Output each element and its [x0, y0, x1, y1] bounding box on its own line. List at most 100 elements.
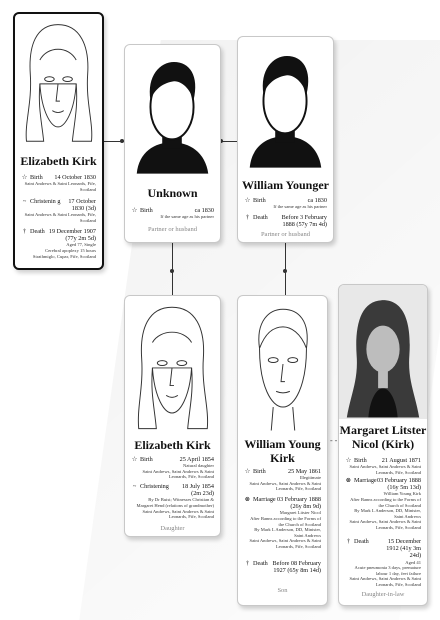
death-event: †Death Before 08 February 1927 (65y 8m 14…: [244, 560, 321, 574]
event-note: If the same age as his partner: [273, 204, 327, 210]
event-label: Death: [253, 214, 268, 221]
relation-label: Daughter-in-law: [361, 591, 405, 598]
portrait-male-sketch: [238, 296, 327, 432]
tilde-icon: ~: [22, 198, 27, 205]
person-name: Elizabeth Kirk: [134, 438, 211, 452]
portrait-silhouette-male: [125, 45, 220, 175]
dagger-icon: †: [245, 560, 250, 567]
person-name: Unknown: [147, 186, 198, 200]
event-note: After Banns according to the Forms of th…: [250, 516, 321, 527]
event-label: Birth: [140, 207, 153, 214]
event-note: Aged 77, Single: [66, 242, 96, 248]
tilde-icon: ~: [132, 483, 137, 490]
event-date: 15 December 1912 (41y 3m 24d): [386, 538, 421, 560]
connector-line: [104, 141, 124, 142]
star-icon: ☆: [244, 468, 251, 475]
event-label: Birth: [253, 197, 266, 204]
dagger-icon: †: [245, 214, 250, 221]
event-place: Saint Andrews, Saint Andrews & Saint Leo…: [349, 519, 421, 530]
event-spouse: Margaret Litster Nicol: [279, 510, 321, 516]
event-date: ca 1830: [194, 207, 214, 214]
spouse-connector: - -: [330, 436, 338, 445]
person-name: Elizabeth Kirk: [20, 154, 97, 168]
connector-dot: [219, 139, 223, 143]
event-date: 19 December 1907 (77y 2m 5d): [48, 228, 96, 243]
connector-dot: [120, 139, 124, 143]
female-silhouette-icon: [346, 300, 420, 418]
event-date: Before 3 February 1888 (57y 7m 4d): [281, 214, 327, 229]
person-card-unknown[interactable]: Unknown ☆Birth ca 1830 If the same age as…: [124, 44, 221, 243]
event-note: After Banns according to the Forms of th…: [350, 497, 421, 508]
event-officiant: By Mark L Anderson, DD, Minister, Saint …: [354, 508, 421, 519]
event-label: Birth: [354, 457, 367, 464]
male-silhouette-icon: [249, 55, 322, 168]
connector-line: [221, 141, 237, 142]
event-place: Saint Andrews, Saint Andrews & Saint Leo…: [249, 480, 321, 492]
male-face-icon: [258, 308, 308, 431]
person-name: Margaret Litster Nicol (Kirk): [339, 423, 427, 451]
male-silhouette-icon: [136, 62, 209, 174]
event-note: By Dr Buist; Witnesses Christian & Marga…: [136, 497, 214, 508]
person-card-elizabeth-kirk[interactable]: Elizabeth Kirk ☆Birth 14 October 1830 Sai…: [13, 12, 104, 270]
event-officiant: By Mark L Anderson, DD, Minister, Saint …: [254, 527, 321, 538]
event-note: If the same age as his partner: [160, 214, 214, 220]
event-place: Saint Andrews, Saint Andrews & Saint Leo…: [349, 464, 421, 475]
event-label: Birth: [253, 468, 266, 475]
event-date: 25 May 1861: [288, 468, 321, 475]
person-name: William Young Kirk: [244, 437, 321, 465]
event-date: 21 August 1871: [381, 457, 421, 464]
death-event: †Death Before 3 February 1888 (57y 7m 4d): [244, 214, 327, 228]
rings-icon: ⊗: [345, 477, 352, 484]
event-label: Christening: [140, 483, 169, 490]
person-name: William Younger: [241, 178, 329, 192]
birth-event: ☆Birth 14 October 1830 Saint Andrews & Sa…: [21, 174, 96, 192]
person-card-william-young-kirk[interactable]: William Young Kirk ☆Birth 25 May 1861 Ill…: [237, 295, 328, 606]
event-label: Death: [30, 228, 45, 235]
event-note: Illegitimate: [299, 475, 321, 481]
star-icon: ☆: [21, 174, 28, 181]
female-face-icon: [25, 24, 93, 142]
connector-dot: [170, 269, 174, 273]
connector-dot: [283, 269, 287, 273]
event-label: Marriage: [354, 477, 377, 484]
event-date: 18 July 1854 (2m 23d): [182, 483, 214, 498]
event-spouse: William Young Kirk: [383, 491, 421, 497]
event-note: Natural daughter: [183, 463, 214, 469]
star-icon: ☆: [131, 207, 138, 214]
event-date: 03 February 1888 (16y 5m 13d): [377, 477, 421, 492]
event-date: 14 October 1830: [54, 174, 96, 181]
female-face-icon: [137, 306, 209, 430]
event-label: Christenin g: [30, 198, 61, 205]
birth-event: ☆Birth 25 May 1861 Illegitimate Saint And…: [244, 468, 321, 492]
event-place: Saint Andrews & Saint Leonards, Fife, Sc…: [24, 181, 96, 192]
event-label: Marriage: [253, 496, 276, 503]
event-date: Before 08 February 1927 (65y 8m 14d): [272, 560, 321, 575]
event-label: Death: [253, 560, 268, 567]
event-label: Birth: [30, 174, 43, 181]
star-icon: ☆: [244, 197, 251, 204]
portrait-female-sketch: [15, 14, 102, 149]
event-date: 03 February 1888 (26y 8m 9d): [277, 496, 321, 511]
dagger-icon: †: [22, 228, 27, 235]
relation-label: Partner or husband: [260, 231, 311, 238]
event-cause: Acute pneumonia 3 days, premature labour…: [354, 565, 421, 576]
event-place: Strathmiglo, Cupar, Fife, Scotland: [32, 253, 96, 259]
event-label: Birth: [140, 456, 153, 463]
event-date: 25 April 1854: [179, 456, 214, 463]
event-place: Saint Andrews, Saint Andrews & Saint Leo…: [142, 508, 214, 520]
rings-icon: ⊗: [244, 496, 251, 503]
christening-event: ~Christening 18 July 1854 (2m 23d) By Dr …: [131, 483, 214, 520]
portrait-female-photo: [339, 285, 427, 419]
relation-label: Daughter: [160, 525, 185, 532]
event-place: Saint Andrews & Saint Leonards, Fife, Sc…: [24, 212, 96, 223]
